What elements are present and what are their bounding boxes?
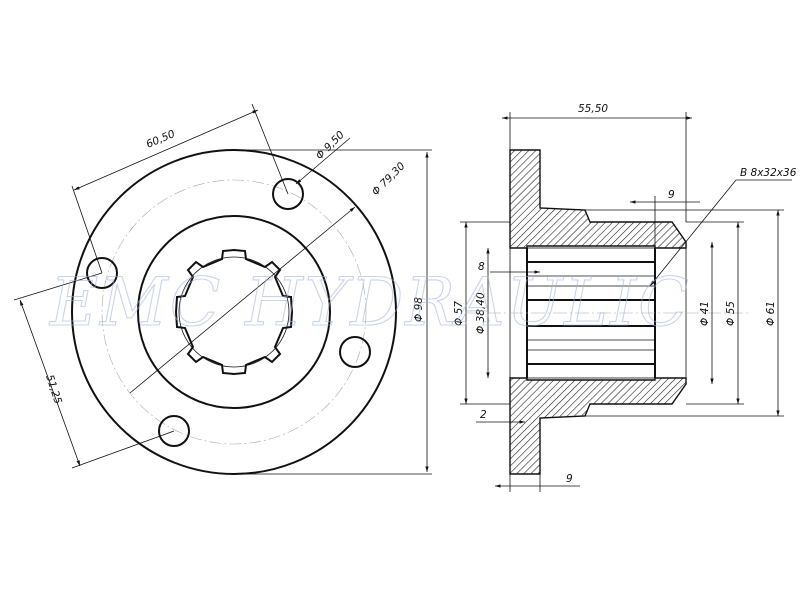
section-upper-wall [509, 149, 687, 249]
dim-diameter-57: Φ 57 [453, 301, 465, 326]
dim-side-ext-2 [71, 430, 175, 469]
dim-top-ext-2 [251, 103, 289, 195]
dim-diameter-61: Φ 61 [765, 301, 777, 326]
section-view: 55,50 B 8x32x36 9 8 2 9 Φ 57 Φ 38,40 Φ 4… [453, 103, 797, 492]
spline-spec-leader [649, 179, 737, 287]
dim-diameter-38-40: Φ 38,40 [475, 292, 487, 334]
dim-side-ext-1 [13, 272, 103, 301]
dim-spline-spec: B 8x32x36 [740, 167, 797, 179]
spline-minor-circle [178, 256, 290, 368]
spline-bore [174, 248, 294, 376]
dim-outer-diameter: Φ 98 [413, 297, 425, 322]
dim-hole-diameter: Φ 9,50 [314, 129, 347, 162]
dim-side-line [19, 299, 81, 467]
dim-bolt-spacing-side: 51,25 [43, 373, 64, 406]
section-lower-wall [509, 377, 687, 475]
dim-top-line [73, 109, 259, 191]
dim-diameter-55: Φ 55 [725, 301, 737, 326]
dim-flange-thickness: 9 [566, 473, 573, 485]
dim-groove-depth: 8 [478, 261, 485, 273]
dim-top-ext-1 [71, 185, 103, 274]
dim-chamfer: 2 [480, 409, 487, 421]
watermark-text: EMC HYDRAULIC [49, 264, 691, 341]
hole-diameter-leader [295, 137, 351, 185]
bolt-hole-top-right [272, 178, 304, 210]
dim-bolt-circle-diameter: Φ 79,30 [370, 160, 408, 198]
bolt-hole-left [86, 257, 118, 289]
bolt-hole-bottom-left [158, 415, 190, 447]
hub-circle [137, 215, 331, 409]
dim-overall-length: 55,50 [578, 103, 608, 115]
bolt-hole-right [339, 336, 371, 368]
dim-diameter-41: Φ 41 [699, 301, 711, 326]
bolt-circle-dimension-line [129, 206, 356, 394]
dim-spline-length: 9 [668, 189, 675, 201]
